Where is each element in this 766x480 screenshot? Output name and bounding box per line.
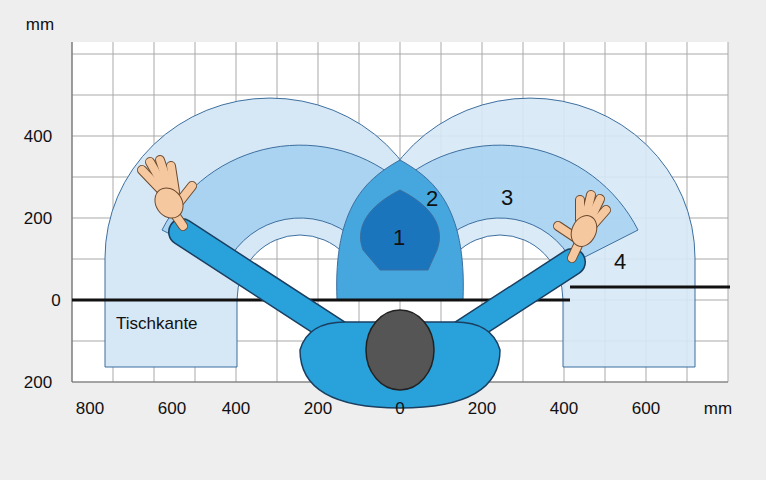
axis-tick-label: 200 xyxy=(24,374,52,391)
axis-tick-label: 400 xyxy=(550,400,578,417)
axis-tick-label: 200 xyxy=(468,400,496,417)
axis-tick-label: 600 xyxy=(158,400,186,417)
grid-line xyxy=(728,42,729,382)
left-hand xyxy=(142,160,192,226)
y-axis xyxy=(71,42,72,382)
person xyxy=(142,160,606,408)
axis-unit: mm xyxy=(704,400,732,417)
axis-tick-label: 400 xyxy=(222,400,250,417)
axis-tick-label: 200 xyxy=(24,210,52,227)
table-edge-label: Tischkante xyxy=(116,315,198,332)
axis-tick-label: 0 xyxy=(51,292,60,309)
right-hand xyxy=(558,195,606,258)
axis-tick-label: 800 xyxy=(76,400,104,417)
zone-number: 1 xyxy=(393,227,405,249)
zone-2 xyxy=(337,160,464,300)
zone-number: 2 xyxy=(426,188,438,210)
left-arm xyxy=(182,232,345,338)
zone-number: 4 xyxy=(614,251,626,273)
axis-tick-label: 400 xyxy=(24,128,52,145)
grid-line xyxy=(72,95,728,96)
table-edge-line xyxy=(570,286,730,289)
axis-tick-label: 600 xyxy=(632,400,660,417)
axis-unit: mm xyxy=(26,16,54,33)
zone-number: 3 xyxy=(501,187,513,209)
grid-line xyxy=(72,54,728,55)
axis-tick-label: 200 xyxy=(304,400,332,417)
left-arm-outline xyxy=(182,232,345,338)
grid-line xyxy=(72,42,73,382)
head xyxy=(366,310,434,390)
axis-tick-label: 0 xyxy=(395,400,404,417)
